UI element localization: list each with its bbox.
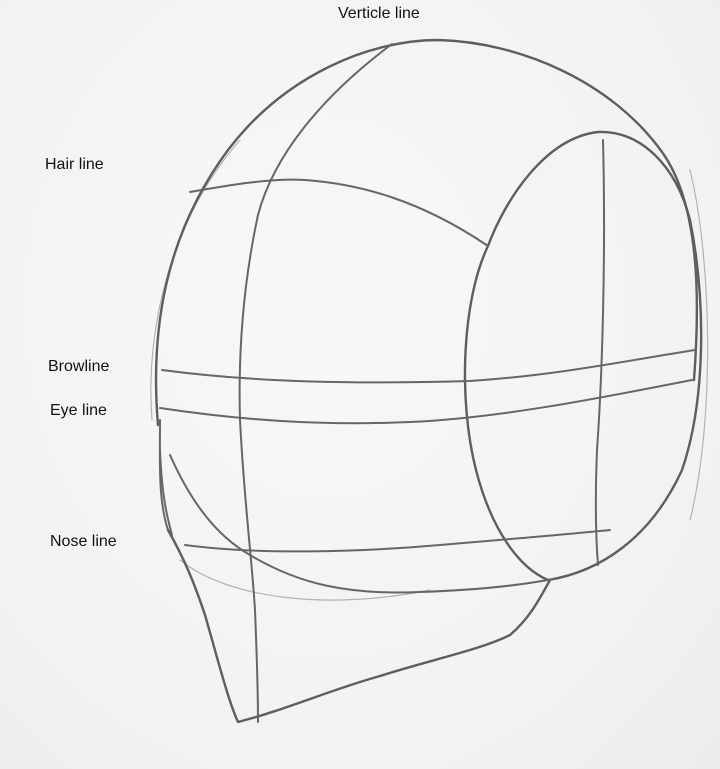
cranium-outline (156, 40, 697, 425)
browline-label: Browline (48, 359, 109, 375)
browline-stroke (162, 350, 695, 382)
faint-stroke (690, 170, 708, 520)
verticle-line-label: Verticle line (338, 6, 420, 22)
jaw-outline (168, 530, 550, 722)
side-plane-ellipse (465, 132, 701, 580)
eye-line-label: Eye line (50, 403, 107, 419)
faint-stroke (151, 140, 240, 420)
hair-line-label: Hair line (45, 157, 104, 173)
nose-line-label: Nose line (50, 534, 117, 550)
ear-vertical-line (596, 140, 604, 565)
cheek-curve (170, 455, 548, 593)
hair-line-stroke (190, 180, 488, 246)
